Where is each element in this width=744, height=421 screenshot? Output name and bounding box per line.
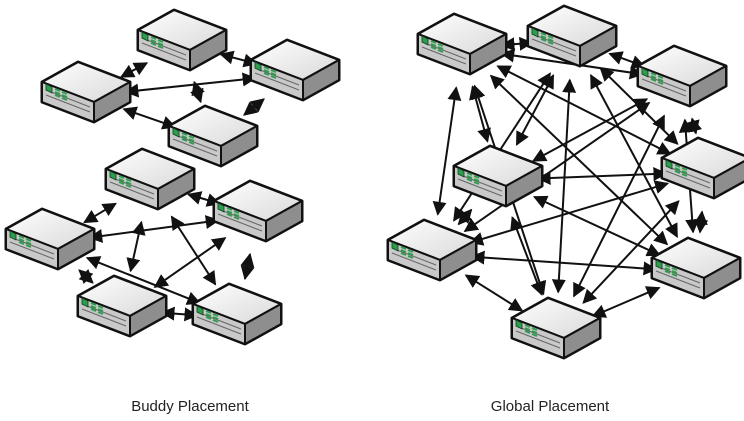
server-chassis-icon [650, 236, 742, 300]
double-arrow-edge [190, 80, 205, 104]
server-chassis-icon [660, 136, 744, 200]
caption-global-placement: Global Placement [490, 398, 610, 415]
server-chassis-icon [167, 104, 259, 168]
server-chassis-icon [452, 144, 544, 208]
server-chassis-icon [386, 218, 478, 282]
server-chassis-icon [636, 44, 728, 108]
server-chassis-icon [249, 38, 341, 102]
double-arrow-edge [160, 306, 199, 322]
double-arrow-edge [122, 106, 177, 130]
double-arrow-edge [693, 210, 709, 234]
double-arrow-edge [119, 62, 149, 78]
server-chassis-icon [136, 8, 228, 72]
server-chassis-icon [4, 207, 96, 271]
double-arrow-edge [469, 85, 491, 143]
double-arrow-edge [240, 252, 255, 281]
server-chassis-icon [40, 60, 132, 124]
server-chassis-icon [104, 147, 196, 211]
server-chassis-icon [416, 12, 508, 76]
double-arrow-edge [124, 72, 257, 98]
double-arrow-edge [531, 98, 649, 162]
caption-buddy-placement: Buddy Placement [131, 398, 249, 415]
server-chassis-icon [191, 282, 283, 346]
double-arrow-edge [470, 250, 658, 276]
server-chassis-icon [526, 4, 618, 68]
double-arrow-edge [536, 167, 668, 185]
double-arrow-edge [685, 117, 703, 135]
double-arrow-edge [243, 98, 265, 116]
double-arrow-edge [78, 269, 94, 284]
double-arrow-edge [468, 180, 670, 246]
double-arrow-edge [126, 220, 146, 273]
double-arrow-edge [432, 86, 462, 216]
server-chassis-icon [212, 179, 304, 243]
double-arrow-edge [85, 256, 202, 305]
double-arrow-edge [464, 274, 524, 312]
server-chassis-icon [510, 296, 602, 360]
double-arrow-edge [591, 286, 661, 318]
node-layer [4, 4, 744, 360]
double-arrow-edge [551, 78, 577, 294]
double-arrow-edge [83, 202, 117, 224]
double-arrow-edge [88, 215, 220, 243]
